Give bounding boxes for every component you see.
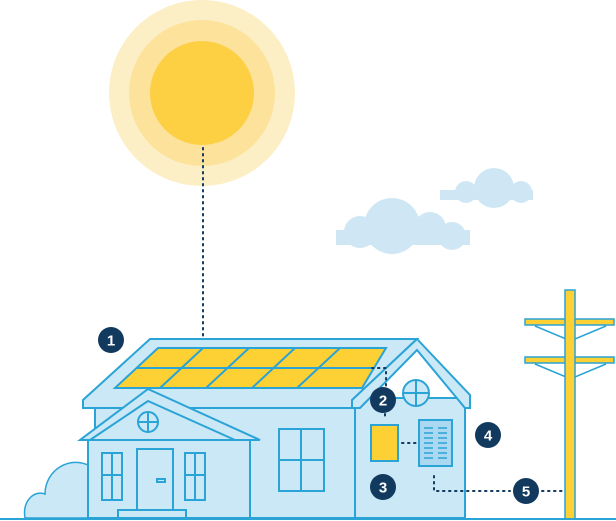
solar-panels	[112, 347, 388, 389]
badge-5-label: 5	[522, 484, 530, 501]
sun	[109, 0, 295, 186]
badge-5: 5	[513, 478, 539, 504]
badge-1: 1	[98, 327, 124, 353]
gable-roof	[351, 337, 471, 409]
badge-4-label: 4	[484, 428, 493, 445]
front-door	[136, 448, 174, 513]
house	[77, 337, 471, 519]
porch-roof	[77, 387, 261, 441]
badge-3-label: 3	[379, 480, 387, 497]
front-step	[117, 509, 187, 519]
inverter	[370, 424, 399, 462]
badge-2-label: 2	[379, 393, 387, 410]
cloud-large	[336, 198, 470, 254]
badge-3: 3	[370, 474, 396, 500]
badge-4: 4	[475, 422, 501, 448]
electrical-panel	[418, 419, 453, 467]
badge-2: 2	[370, 387, 396, 413]
badge-1-label: 1	[107, 333, 115, 350]
utility-pole	[524, 289, 615, 520]
connectors	[371, 367, 566, 492]
bush	[23, 461, 91, 519]
cloud-small	[440, 168, 533, 208]
